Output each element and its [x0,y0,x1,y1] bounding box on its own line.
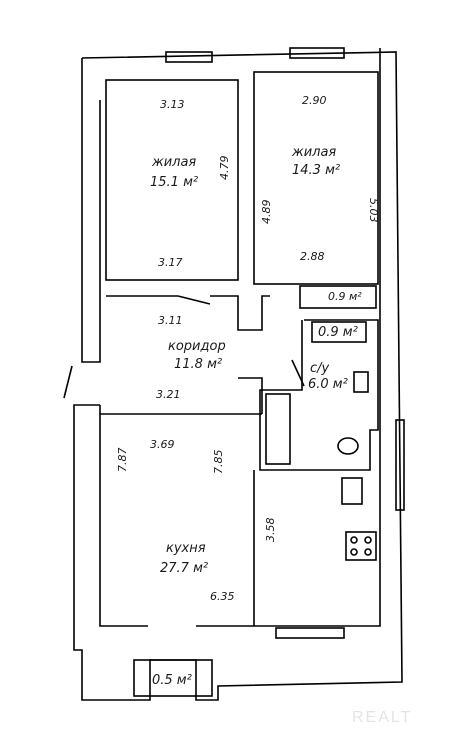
bedroom-left-outline [105,79,239,281]
room-name: жилая [291,145,336,160]
window-icon [395,419,405,511]
dim-label: 5.03 [367,198,380,223]
closet-inner-outline [311,321,367,343]
closet-top-outline [299,285,377,309]
dim-label: 7.85 [212,450,225,475]
corridor-wall-lower [238,377,263,414]
dim-label: 3.13 [160,98,185,111]
room-area: 14.3 м² [292,163,340,178]
dim-label: 4.79 [218,156,231,181]
dim-label: 7.87 [116,448,129,473]
corridor-wall [106,295,270,331]
room-name: с/у [310,361,330,376]
room-name: жилая [151,155,196,170]
room-name: кухня [166,541,206,556]
dim-label: 3.21 [156,388,181,401]
burner-icon [350,548,358,556]
toilet-icon [337,437,359,455]
room-area: 15.1 м² [150,175,198,190]
door-swing [291,359,305,387]
door-swing [177,295,211,305]
room-area: 27.7 м² [160,561,208,576]
dim-label: 3.69 [150,438,175,451]
dim-label: 2.88 [300,250,325,263]
burner-icon [350,536,358,544]
kitchen-sink-icon [341,477,363,505]
dim-label: 2.90 [302,94,327,107]
closet-top-area: 0.9 м² [328,290,362,303]
dim-label: 6.35 [210,590,235,603]
bathroom-outline [259,319,379,471]
watermark: REALT [352,709,412,726]
dim-label: 3.58 [264,518,277,543]
window-icon [275,627,345,639]
closet-inner-area: 0.9 м² [318,325,358,340]
door-swing [63,365,73,399]
balcony-outline [133,659,213,697]
room-area: 6.0 м² [308,377,348,392]
bathtub-icon [265,393,291,465]
dim-label: 3.11 [158,314,183,327]
burner-icon [364,536,372,544]
window-icon [165,51,213,63]
window-icon [289,47,345,59]
burner-icon [364,548,372,556]
kitchen-wall [100,413,262,626]
stove-icon [345,531,377,561]
balcony-area: 0.5 м² [152,673,192,688]
dim-label: 3.17 [158,256,183,269]
sink-icon [353,371,369,393]
room-name: коридор [168,339,226,354]
room-area: 11.8 м² [174,357,222,372]
dim-label: 4.89 [260,200,273,225]
bedroom-right-outline [253,71,379,285]
